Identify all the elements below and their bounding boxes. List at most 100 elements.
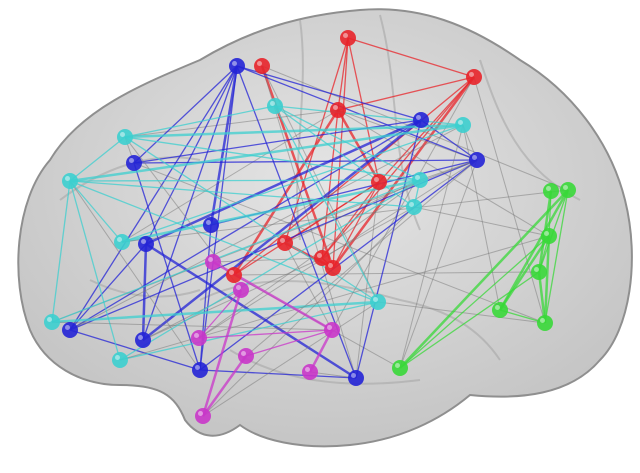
node-blue (126, 155, 142, 171)
node-highlight (409, 202, 414, 207)
edge-cyan (124, 105, 276, 138)
node-red (254, 58, 270, 74)
node-green (541, 228, 557, 244)
edge-red-green (473, 76, 546, 324)
edge-red (337, 76, 475, 111)
node-magenta (238, 348, 254, 364)
node-blue (413, 112, 429, 128)
edge-blue-green (133, 162, 546, 324)
node-highlight (229, 270, 234, 275)
edge-blue-cyan (419, 159, 478, 181)
node-blue (469, 152, 485, 168)
node-highlight (343, 33, 348, 38)
node-highlight (257, 61, 262, 66)
edge-cyan-magenta (202, 206, 415, 417)
edge-cyan (121, 124, 464, 243)
edge-green (399, 189, 569, 369)
edge-cyan-magenta (124, 136, 242, 291)
edge-cyan (274, 105, 464, 126)
node-cyan (62, 173, 78, 189)
node-highlight (395, 363, 400, 368)
edge-blue-magenta (142, 289, 242, 341)
node-highlight (317, 253, 322, 258)
node-blue (135, 332, 151, 348)
node-highlight (241, 351, 246, 356)
node-cyan (114, 234, 130, 250)
node-green (492, 302, 508, 318)
edge-cyan (69, 179, 421, 182)
node-cyan (412, 172, 428, 188)
node-red (226, 267, 242, 283)
node-cyan (112, 352, 128, 368)
node-red (314, 250, 330, 266)
edge-blue (145, 118, 422, 246)
edge-blue (209, 65, 239, 226)
node-magenta (195, 408, 211, 424)
edge-cyan (69, 180, 415, 208)
edge-blue (133, 65, 238, 164)
edge-blue (69, 329, 201, 371)
node-blue (203, 217, 219, 233)
edge-cyan (69, 123, 464, 183)
node-highlight (47, 317, 52, 322)
edge-green (544, 189, 569, 324)
edge-cyan-magenta (51, 321, 333, 331)
edge-red (321, 181, 380, 259)
edge-blue (199, 369, 357, 379)
node-highlight (540, 318, 545, 323)
edge-magenta (201, 355, 248, 417)
node-red (340, 30, 356, 46)
node-highlight (351, 373, 356, 378)
edge-red-green (233, 271, 540, 276)
node-highlight (374, 177, 379, 182)
edge-cyan-green (377, 301, 546, 324)
node-highlight (280, 238, 285, 243)
edge-blue-cyan (69, 124, 464, 331)
edge-magenta (198, 289, 242, 339)
node-highlight (120, 132, 125, 137)
edge-blue-green (399, 159, 478, 369)
node-highlight (138, 335, 143, 340)
node-highlight (327, 325, 332, 330)
edge-cyan-green (462, 124, 501, 311)
node-highlight (373, 297, 378, 302)
node-cyan (455, 117, 471, 133)
edge-cyan (69, 180, 121, 361)
edge-red (284, 37, 349, 244)
edge-red-green (261, 65, 569, 191)
node-magenta (233, 282, 249, 298)
edge-cyan (119, 179, 421, 361)
node-highlight (563, 185, 568, 190)
edge-magenta (245, 329, 333, 357)
edge-green (399, 271, 540, 369)
node-red (371, 174, 387, 190)
edge-blue (69, 65, 238, 331)
node-highlight (416, 115, 421, 120)
node-red (325, 260, 341, 276)
node-green (560, 182, 576, 198)
edge-cyan (69, 180, 123, 243)
edge-red-blue (337, 109, 478, 161)
edge-cyan (274, 105, 379, 303)
node-highlight (270, 101, 275, 106)
edge-blue (199, 65, 238, 371)
edge-blue (142, 65, 238, 341)
node-magenta (324, 322, 340, 338)
edge-blue (69, 243, 147, 331)
node-cyan (267, 98, 283, 114)
node-blue (348, 370, 364, 386)
edge-magenta (201, 289, 243, 417)
node-highlight (495, 305, 500, 310)
node-magenta (191, 330, 207, 346)
edge-cyan-magenta (198, 179, 421, 339)
node-cyan (406, 199, 422, 215)
edge-cyan-magenta (202, 301, 379, 417)
node-highlight (534, 267, 539, 272)
edge-blue (141, 243, 148, 341)
edge-red (233, 181, 380, 276)
node-cyan (44, 314, 60, 330)
edge-magenta (198, 329, 333, 339)
node-cyan (370, 294, 386, 310)
edge-cyan-green (399, 124, 464, 369)
